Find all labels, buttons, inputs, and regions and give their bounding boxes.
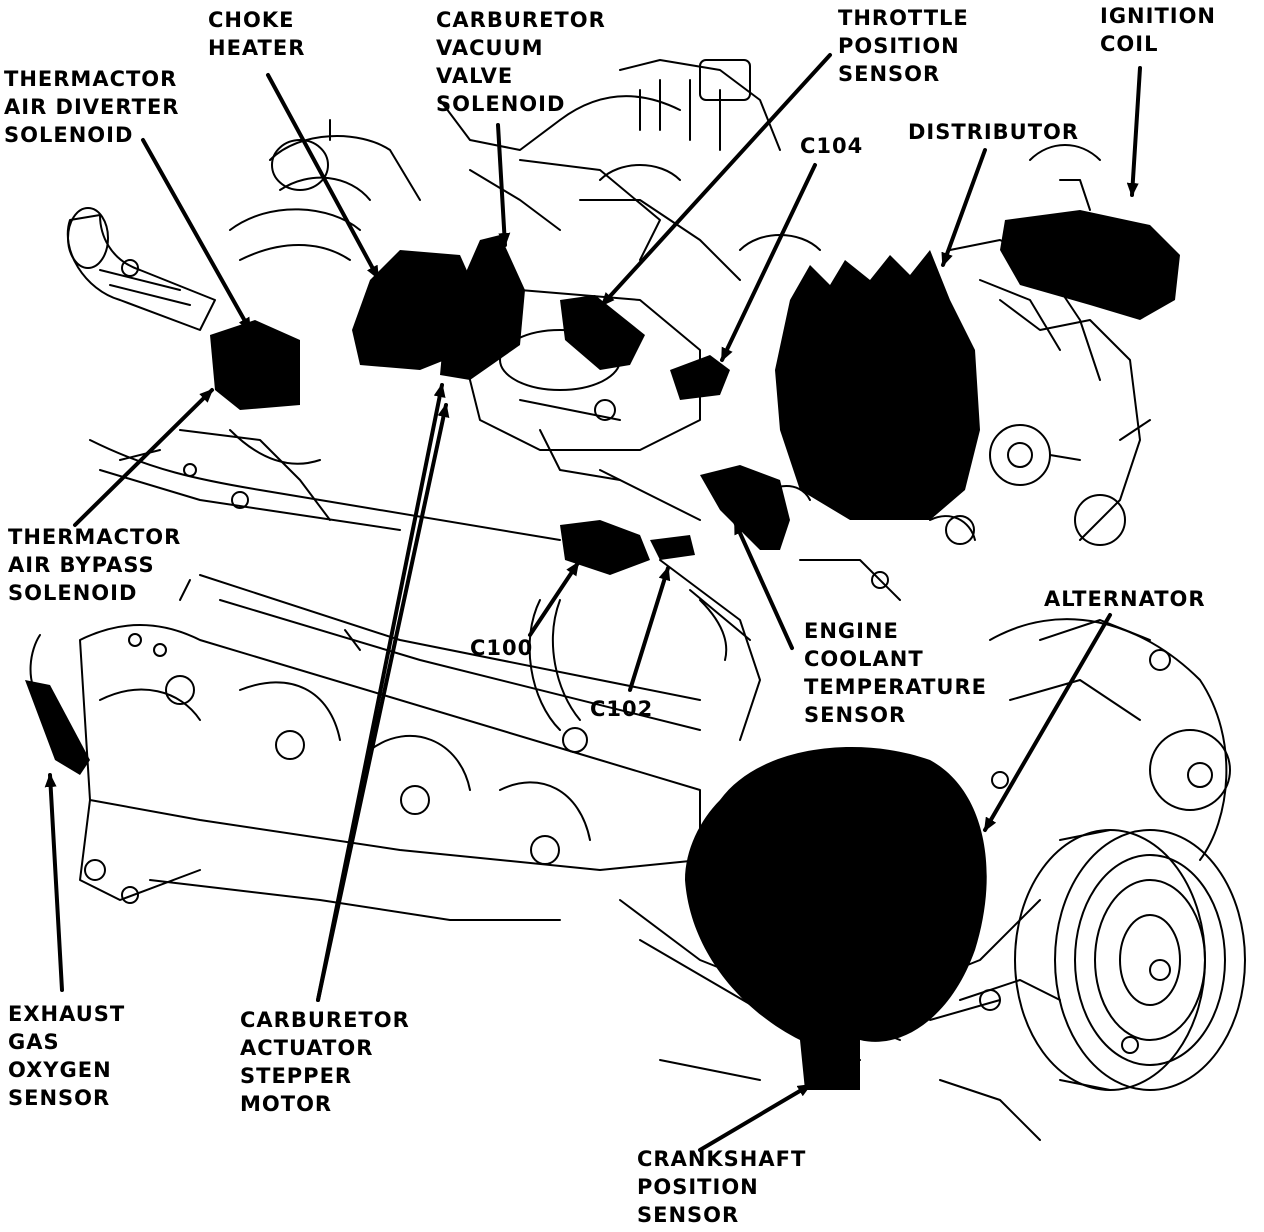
label-line: POSITION [838,34,960,58]
label-distributor: DISTRIBUTOR [908,118,1079,146]
label-choke-heater: CHOKE HEATER [208,6,305,62]
arrow-distributor [941,148,987,267]
arrow-ignition-coil [1126,66,1142,197]
label-c102: C102 [590,695,653,723]
arrow-c102 [628,566,671,692]
label-line: HEATER [208,36,306,60]
label-line: ACTUATOR [240,1036,374,1060]
label-line: STEPPER [240,1064,353,1088]
label-line: COOLANT [804,647,924,671]
arrow-carb-vacuum-valve [496,123,511,247]
ignition-coil-shape [1000,210,1180,320]
label-line: CARBURETOR [436,8,606,32]
label-line: SOLENOID [4,123,134,147]
arrow-coolant-temp [733,520,794,650]
arrow-choke-heater [266,73,380,280]
thermactor-air-diverter-solenoid-shape [210,320,300,410]
carburetor-vacuum-valve-solenoid-shape [440,235,525,380]
label-c104: C104 [800,132,863,160]
label-thermactor-air-diverter-solenoid: THERMACTOR AIR DIVERTER SOLENOID [4,65,179,149]
label-line: ENGINE [804,619,899,643]
label-line: ALTERNATOR [1044,587,1206,611]
label-line: SENSOR [804,703,907,727]
arrow-throttle-position [600,53,832,307]
c102-connector-shape [650,535,695,560]
label-ignition-coil: IGNITION COIL [1100,2,1216,58]
label-line: THERMACTOR [8,525,182,549]
label-line: COIL [1100,32,1159,56]
arrow-c100 [528,561,580,637]
label-line: C100 [470,636,534,660]
throttle-position-sensor-shape [560,295,645,370]
c100-connector-shape [560,520,650,575]
label-line: AIR DIVERTER [4,95,180,119]
label-throttle-position-sensor: THROTTLE POSITION SENSOR [838,4,969,88]
label-line: SENSOR [637,1203,740,1227]
label-c100: C100 [470,634,533,662]
c104-connector-shape [670,355,730,400]
arrow-c104 [720,163,817,362]
label-line: AIR BYPASS [8,553,155,577]
leader-arrows [44,53,1142,1152]
arrow-alternator [983,613,1112,832]
label-line: GAS [8,1030,60,1054]
label-line: POSITION [637,1175,759,1199]
highlighted-components [25,210,1180,1090]
label-line: VALVE [436,64,514,88]
arrow-air-bypass [73,388,214,527]
label-line: TEMPERATURE [804,675,987,699]
label-line: MOTOR [240,1092,333,1116]
engine-coolant-temperature-sensor-shape [700,465,790,550]
label-line: EXHAUST [8,1002,126,1026]
label-engine-coolant-temperature-sensor: ENGINE COOLANT TEMPERATURE SENSOR [804,617,987,729]
label-thermactor-air-bypass-solenoid: THERMACTOR AIR BYPASS SOLENOID [8,523,181,607]
label-line: C104 [800,134,864,158]
label-line: SENSOR [838,62,941,86]
label-line: THERMACTOR [4,67,178,91]
label-line: SOLENOID [436,92,566,116]
arrow-actuator-stepper-2 [316,403,450,1002]
label-line: IGNITION [1100,4,1217,28]
label-line: VACUUM [436,36,544,60]
label-line: SENSOR [8,1086,111,1110]
label-line: CRANKSHAFT [637,1147,807,1171]
label-crankshaft-position-sensor: CRANKSHAFT POSITION SENSOR [637,1145,806,1229]
label-line: DISTRIBUTOR [908,120,1080,144]
label-exhaust-gas-oxygen-sensor: EXHAUST GAS OXYGEN SENSOR [8,1000,125,1112]
label-line: SOLENOID [8,581,138,605]
label-carburetor-vacuum-valve-solenoid: CARBURETOR VACUUM VALVE SOLENOID [436,6,606,118]
label-alternator: ALTERNATOR [1044,585,1206,613]
arrow-air-diverter [141,138,252,332]
label-line: OXYGEN [8,1058,112,1082]
label-carburetor-actuator-stepper-motor: CARBURETOR ACTUATOR STEPPER MOTOR [240,1006,410,1118]
label-line: CHOKE [208,8,295,32]
distributor-cap-shape [775,250,980,520]
label-line: C102 [590,697,654,721]
crankshaft-pulley-damper-shape [685,747,987,1090]
arrow-crankshaft [698,1083,812,1152]
label-line: THROTTLE [838,6,969,30]
label-line: CARBURETOR [240,1008,410,1032]
exhaust-gas-oxygen-sensor-shape [25,680,90,775]
arrow-exhaust-oxygen [44,773,64,992]
